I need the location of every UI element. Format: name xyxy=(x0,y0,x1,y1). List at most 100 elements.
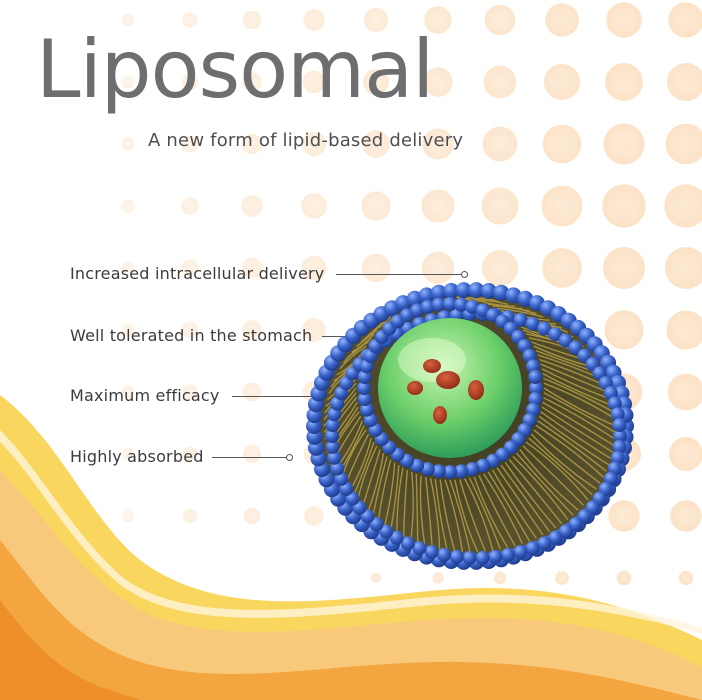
phospholipid-head xyxy=(537,321,552,336)
phospholipid-head xyxy=(325,439,340,454)
background-dot xyxy=(362,130,390,158)
phospholipid-head xyxy=(525,316,540,331)
background-dot xyxy=(603,247,645,289)
phospholipid-head xyxy=(610,450,625,465)
background-dot xyxy=(421,189,455,223)
lipid-tail xyxy=(444,479,464,552)
phospholipid-head xyxy=(612,418,627,433)
page-title: Liposomal xyxy=(36,23,434,116)
phospholipid-head xyxy=(529,381,543,395)
background-dot xyxy=(668,2,702,38)
background-dot xyxy=(363,7,389,33)
background-dot xyxy=(421,251,455,285)
phospholipid-head xyxy=(327,407,342,422)
lipid-tail xyxy=(483,473,523,544)
background-dot xyxy=(665,247,702,289)
background-dot xyxy=(602,184,646,228)
phospholipid-head xyxy=(379,524,394,539)
lipid-tail xyxy=(530,433,597,490)
lipid-tail xyxy=(492,305,537,315)
phospholipid-head xyxy=(537,536,552,551)
phospholipid-head xyxy=(420,299,435,314)
background-dot xyxy=(424,6,452,34)
phospholipid-head xyxy=(449,549,464,564)
lipid-tail xyxy=(535,424,604,478)
background-dot xyxy=(603,123,645,165)
lipid-tail xyxy=(459,479,486,552)
lipid-tail xyxy=(512,455,569,521)
leader-line xyxy=(232,396,320,397)
background-dot xyxy=(302,70,326,94)
background-dot xyxy=(667,373,702,411)
lipid-tail xyxy=(396,467,404,536)
background-dot xyxy=(301,255,327,281)
lipid-tail xyxy=(425,476,433,548)
benefit-label-well-tolerated: Well tolerated in the stomach xyxy=(70,326,313,345)
background-dot xyxy=(545,3,579,37)
phospholipid-head xyxy=(431,297,446,312)
background-dot xyxy=(481,187,519,225)
lipid-tail xyxy=(500,464,551,533)
lipid-tail xyxy=(522,445,584,506)
background-dot xyxy=(544,64,580,100)
phospholipid-head xyxy=(526,359,541,374)
background-dot xyxy=(242,320,262,340)
phospholipid-head xyxy=(612,439,627,454)
wave-white-ribbon xyxy=(0,430,702,634)
lipid-tail xyxy=(508,459,563,525)
background-dot xyxy=(182,12,198,28)
phospholipid-head xyxy=(525,541,540,556)
background-dot xyxy=(604,310,644,350)
lipid-tail xyxy=(389,465,400,532)
lipid-tail xyxy=(474,298,508,305)
lipid-tail xyxy=(415,473,419,544)
background-dot xyxy=(182,508,198,524)
phospholipid-head xyxy=(454,297,469,312)
lipid-tail xyxy=(543,387,617,427)
benefit-label-maximum-efficacy: Maximum efficacy xyxy=(70,386,220,405)
background-dot xyxy=(361,253,391,283)
payload-molecule xyxy=(433,406,447,424)
lipid-tail xyxy=(434,478,448,551)
phospholipid-head xyxy=(610,407,625,422)
phospholipid-head xyxy=(443,283,460,299)
phospholipid-head xyxy=(325,418,340,433)
lipid-tail xyxy=(519,325,579,343)
lipid-tail xyxy=(492,469,537,539)
background-dot xyxy=(361,191,391,221)
background-dot xyxy=(243,507,261,525)
background-dot xyxy=(541,185,583,227)
phospholipid-head xyxy=(568,517,583,532)
lipid-tail xyxy=(525,441,589,501)
lipid-tail xyxy=(468,477,502,550)
background-dot xyxy=(181,197,199,215)
phospholipid-head xyxy=(410,303,425,318)
background-dot xyxy=(669,437,702,471)
phospholipid-head xyxy=(443,465,457,479)
background-dot xyxy=(605,63,643,101)
background-dot xyxy=(121,385,135,399)
background-dot xyxy=(241,195,263,217)
leader-dot xyxy=(461,271,468,278)
background-dot xyxy=(493,571,507,585)
phospholipid-head xyxy=(528,392,543,406)
background-dot xyxy=(484,4,516,36)
background-dot xyxy=(121,75,135,89)
background-dot xyxy=(302,132,326,156)
lipid-tail xyxy=(351,333,375,353)
background-dot xyxy=(122,510,134,522)
lipid-tail xyxy=(528,437,593,496)
lipid-tail xyxy=(519,449,579,511)
lipid-tail xyxy=(541,406,614,453)
lipid-tail xyxy=(487,471,531,542)
background-dot xyxy=(667,63,702,101)
phospholipid-head xyxy=(607,396,622,411)
lipid-tail xyxy=(504,462,557,529)
phospholipid-head xyxy=(513,313,528,327)
liposome-illustration xyxy=(306,282,634,570)
background-dot xyxy=(121,261,135,275)
phospholipid-head xyxy=(327,450,342,465)
background-dot xyxy=(181,321,199,339)
